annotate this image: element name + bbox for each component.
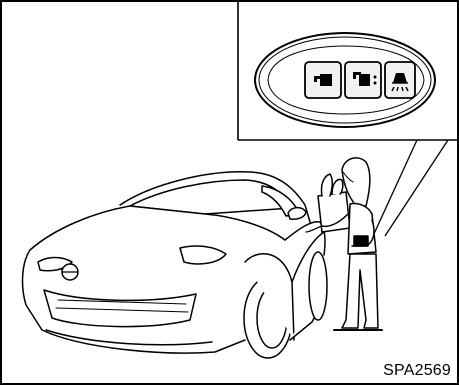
lock-button — [305, 62, 341, 98]
key-fob-in-hand — [354, 236, 368, 246]
figure-code: SPA2569 — [383, 362, 451, 380]
unlock-button — [345, 62, 381, 98]
panic-button — [385, 62, 415, 98]
car — [23, 172, 327, 358]
callout-leader-lines — [373, 140, 448, 236]
key-fob — [255, 33, 435, 127]
